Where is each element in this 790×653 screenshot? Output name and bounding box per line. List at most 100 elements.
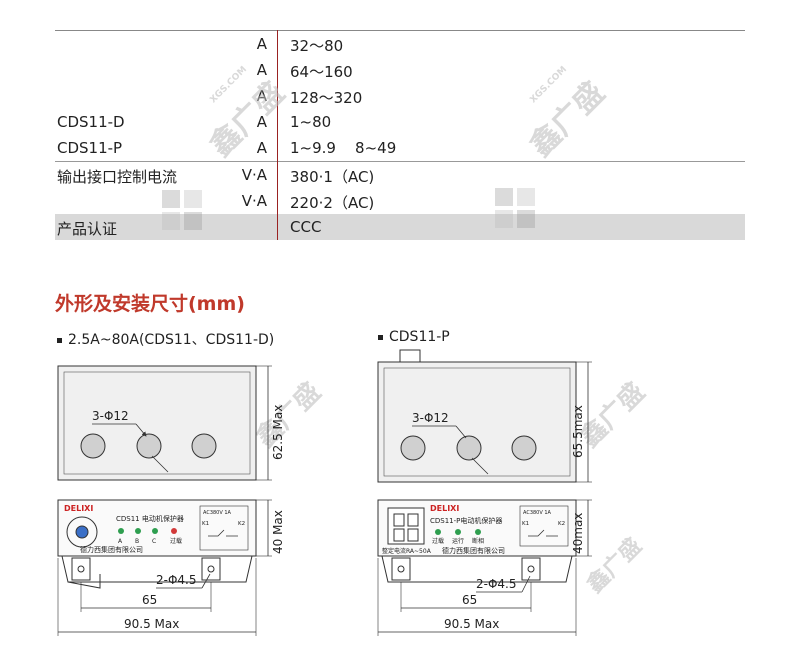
bullet-square-icon xyxy=(378,334,383,340)
table-row: V·A 220·2（AC) xyxy=(55,188,745,214)
spec-table: A 32～80 A 64～160 A 128～320 CDS11-D A 1~8… xyxy=(55,30,745,240)
row-value: 64～160 xyxy=(290,63,353,81)
led-label: 过载 xyxy=(432,537,444,545)
contact-spec: AC380V 1A xyxy=(523,510,552,516)
contact-panel xyxy=(199,505,249,551)
hole-label: 3-Φ12 xyxy=(412,411,449,425)
row-value: CCC xyxy=(290,218,322,236)
row-value: 32～80 xyxy=(290,37,344,55)
wire-hole xyxy=(136,433,162,459)
wire-hole xyxy=(80,433,106,459)
digit-icon xyxy=(393,513,405,527)
height-bottom-label: 40max xyxy=(571,513,585,554)
model-label-text: CDS11-P xyxy=(389,329,450,345)
top-view-inner xyxy=(383,367,571,477)
led-icon xyxy=(152,528,158,534)
table-top-rule xyxy=(55,30,745,31)
row-unit: A xyxy=(256,113,267,131)
table-column-divider xyxy=(277,30,278,240)
width-outer-label: 90.5 Max xyxy=(124,617,179,631)
row-value: 220·2（AC) xyxy=(290,194,375,212)
mount-hole xyxy=(397,565,405,573)
contact-k1: K1 xyxy=(202,521,209,527)
row-value: 1~9.9 8~49 xyxy=(290,139,397,157)
digit-icon xyxy=(407,513,419,527)
led-label: A xyxy=(118,538,123,545)
row-unit: A xyxy=(256,35,267,53)
model-label-right: CDS11-P xyxy=(378,329,450,345)
brand-label: DELIXI xyxy=(430,504,459,513)
product-label: CDS11-P电动机保护器 xyxy=(430,516,502,525)
table-row: CDS11-P A 1~9.9 8~49 xyxy=(55,135,745,162)
contact-k2: K2 xyxy=(238,521,245,527)
row-unit: A xyxy=(256,139,267,157)
table-row: 产品认证 CCC xyxy=(55,214,745,240)
digit-icon xyxy=(393,528,405,542)
top-view-body xyxy=(57,365,257,481)
table-row: CDS11-D A 1~80 xyxy=(55,109,745,135)
row-label: 输出接口控制电流 xyxy=(57,168,178,186)
contact-k2: K2 xyxy=(558,521,565,527)
row-unit: V·A xyxy=(241,166,267,184)
led-icon xyxy=(455,529,461,535)
model-label-text: 2.5A~80A(CDS11、CDS11-D) xyxy=(68,332,275,348)
contact-k1: K1 xyxy=(522,521,529,527)
row-label: CDS11-D xyxy=(57,113,125,131)
row-unit: A xyxy=(256,87,267,105)
hole-label: 3-Φ12 xyxy=(92,409,129,423)
row-label: CDS11-P xyxy=(57,139,123,157)
dial-knob-icon xyxy=(75,525,89,539)
led-label: 运行 xyxy=(452,537,464,545)
led-icon xyxy=(135,528,141,534)
led-label: 断相 xyxy=(472,537,484,545)
row-label: 产品认证 xyxy=(57,220,118,238)
digit-icon xyxy=(407,528,419,542)
contact-spec: AC380V 1A xyxy=(203,510,232,516)
height-top-label: 62.5 Max xyxy=(271,405,285,460)
mount-holes-label: 2-Φ4.5 xyxy=(156,573,197,587)
top-view-body xyxy=(377,361,577,483)
width-inner-label: 65 xyxy=(142,593,157,607)
led-icon xyxy=(435,529,441,535)
led-icon xyxy=(118,528,124,534)
dimension-drawing-right: 3-Φ12 65.5max DELIXI CDS11-P电动机保护器 过载 运行… xyxy=(377,349,592,636)
mount-hole xyxy=(207,565,215,573)
terminal-tab xyxy=(399,349,421,363)
model-label-left: 2.5A~80A(CDS11、CDS11-D) xyxy=(57,329,274,349)
company-label: 德力西集团有限公司 xyxy=(80,545,143,554)
contact-panel xyxy=(519,505,569,547)
wire-hole xyxy=(191,433,217,459)
dial-icon xyxy=(66,516,98,548)
led-icon xyxy=(475,529,481,535)
mount-holes-label: 2-Φ4.5 xyxy=(476,577,517,591)
led-label: C xyxy=(152,538,156,545)
row-unit: V·A xyxy=(241,192,267,210)
product-label: CDS11 电动机保护器 xyxy=(116,514,184,523)
wire-hole xyxy=(456,435,482,461)
led-icon xyxy=(171,528,177,534)
setting-label: 整定电流RA~50A xyxy=(382,547,432,555)
width-inner-label: 65 xyxy=(462,593,477,607)
section-title: 外形及安装尺寸(mm) xyxy=(55,293,245,315)
table-row: A 64～160 xyxy=(55,57,745,83)
digit-display xyxy=(387,507,425,545)
height-top-label: 65.5max xyxy=(571,405,585,458)
table-row: A 32～80 xyxy=(55,31,745,57)
led-label: B xyxy=(135,538,139,545)
dimension-drawing-left: 3-Φ12 62.5 Max DELIXI CDS11 电动机保护器 A B C… xyxy=(57,365,285,636)
table-row: 输出接口控制电流 V·A 380·1（AC) xyxy=(55,162,745,188)
company-label: 德力西集团有限公司 xyxy=(442,546,505,555)
wire-hole xyxy=(400,435,426,461)
top-view-inner xyxy=(63,371,251,475)
height-bottom-label: 40 Max xyxy=(271,510,285,554)
row-value: 128～320 xyxy=(290,89,363,107)
contact-symbol-icon xyxy=(208,529,238,537)
width-outer-label: 90.5 Max xyxy=(444,617,499,631)
mount-hole xyxy=(77,565,85,573)
front-view-body xyxy=(57,499,257,557)
row-value: 1~80 xyxy=(290,113,332,131)
wire-hole xyxy=(511,435,537,461)
watermark-logo-icon xyxy=(495,188,535,228)
row-unit: A xyxy=(256,61,267,79)
watermark-logo-icon xyxy=(162,190,202,230)
